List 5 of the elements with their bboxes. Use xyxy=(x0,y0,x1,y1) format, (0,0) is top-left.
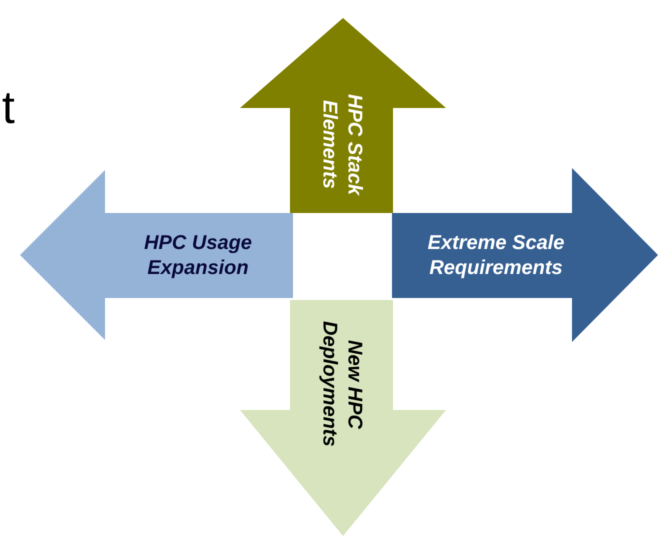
arrow-label: New HPC Deployments xyxy=(318,320,366,449)
arrow-label: HPC Usage Expansion xyxy=(143,230,253,280)
arrow-label: Extreme Scale Requirements xyxy=(426,230,566,280)
arrow-label: HPC Stack Elements xyxy=(318,92,366,198)
text-fragment: t xyxy=(2,80,15,134)
